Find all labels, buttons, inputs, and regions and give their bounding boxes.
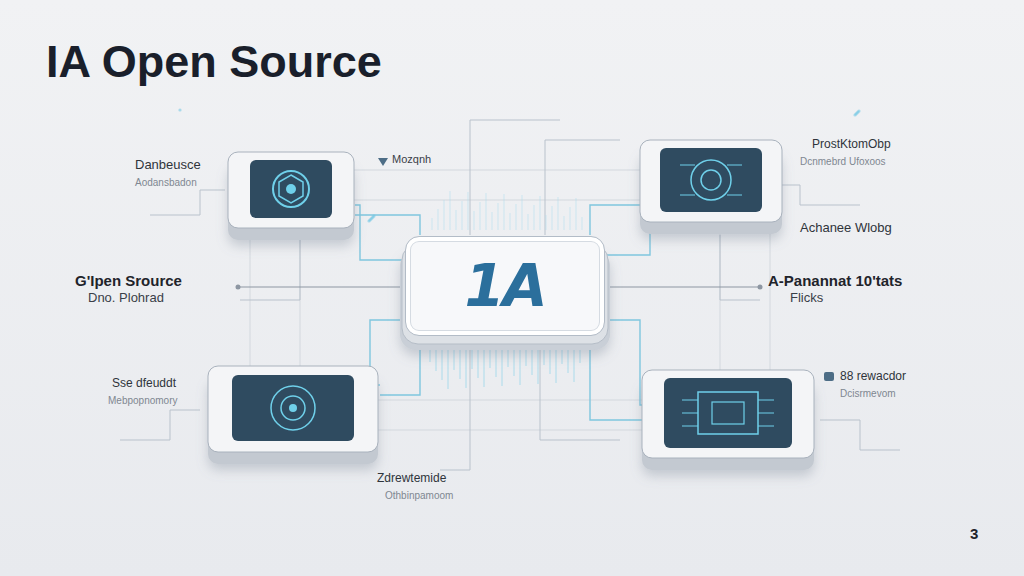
center-chip: 1A bbox=[405, 236, 605, 336]
annotation-label: Achanee Wlobg bbox=[800, 221, 892, 236]
annotation-label: G'Ipen Srource bbox=[75, 272, 182, 289]
annotation-label: Flicks bbox=[790, 291, 823, 306]
annotation-label: 88 rewacdor bbox=[840, 370, 906, 384]
annotation-label: Dcnmebrd Ufoxoos bbox=[800, 156, 886, 168]
annotation-label: ProstKtomObp bbox=[812, 138, 891, 152]
annotation-label: Aodansbadon bbox=[135, 177, 197, 189]
circuit-wire-grey bbox=[120, 120, 900, 470]
annotation-label: Othbinpamoom bbox=[385, 490, 453, 502]
annotation-label: Zdrewtemide bbox=[377, 472, 446, 486]
corner-chip bbox=[208, 140, 814, 470]
annotation-label: Danbeusce bbox=[135, 158, 201, 173]
annotation-label: Sse dfeuddt bbox=[112, 377, 176, 391]
slide-title: IA Open Source bbox=[46, 36, 382, 88]
annotation-label: Dcisrmevom bbox=[840, 388, 896, 400]
annotation-label: Mozqnh bbox=[392, 153, 431, 166]
annotation-label: Dno. Plohrad bbox=[88, 291, 164, 306]
annotation-label: Mebpopnomory bbox=[108, 395, 177, 407]
circuit-wire bbox=[355, 195, 650, 420]
annotation-label: A-Panannat 10'tats bbox=[768, 272, 902, 289]
label-icon bbox=[378, 158, 834, 381]
page-number: 3 bbox=[970, 525, 978, 542]
chip-label: 1A bbox=[464, 257, 545, 315]
